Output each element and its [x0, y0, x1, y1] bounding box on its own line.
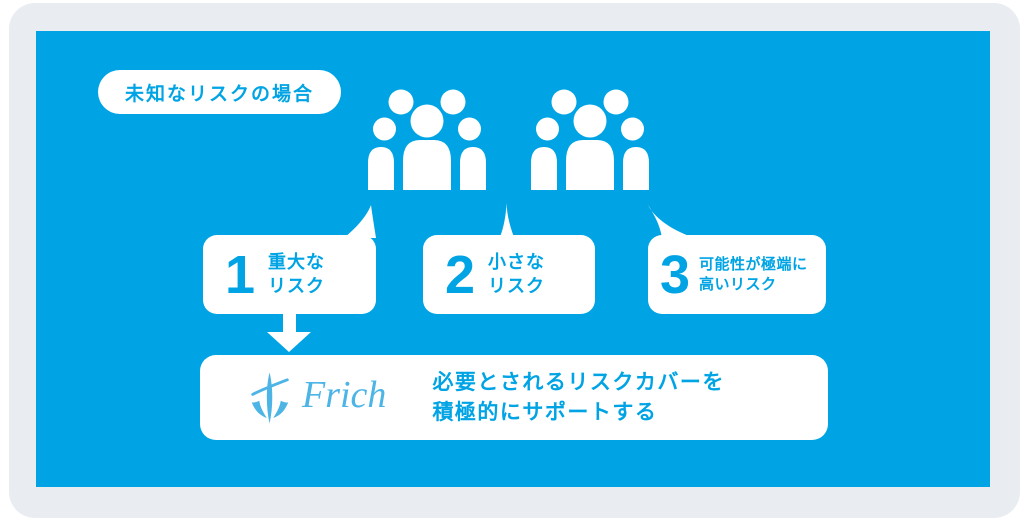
support-card: Frich 必要とされるリスクカバーを 積極的にサポートする — [200, 355, 828, 440]
support-text-line2: 積極的にサポートする — [432, 400, 658, 424]
down-arrow-icon — [267, 313, 311, 352]
risk-label-line1: 可能性が極端に — [699, 255, 808, 273]
case-label-badge: 未知なリスクの場合 — [98, 70, 342, 114]
speech-bubble-pointer — [644, 205, 698, 238]
risk-label-line2: リスク — [268, 275, 326, 296]
risk-card-2: 2 小さな リスク — [423, 235, 595, 314]
risk-label-line1: 重大な — [268, 251, 326, 272]
risk-number: 1 — [225, 244, 256, 305]
people-group-icon — [531, 88, 649, 190]
risk-label-line1: 小さな — [488, 251, 546, 272]
risk-label: 小さな リスク — [488, 251, 545, 299]
risk-number: 2 — [445, 244, 476, 305]
risk-label: 可能性が極端に 高いリスク — [699, 255, 808, 295]
support-text: 必要とされるリスクカバーを 積極的にサポートする — [432, 368, 725, 428]
risk-card-1: 1 重大な リスク — [203, 235, 376, 314]
speech-bubble-pointer — [342, 205, 378, 238]
diagram-panel: 未知なリスクの場合 — [36, 31, 990, 487]
speech-bubble-pointer — [498, 203, 516, 237]
risk-label-line2: 高いリスク — [699, 275, 777, 293]
frich-anchor-icon — [250, 369, 290, 427]
people-group-icon — [368, 88, 486, 190]
risk-label-line2: リスク — [488, 275, 546, 296]
case-label-text: 未知なリスクの場合 — [125, 83, 315, 105]
support-text-line1: 必要とされるリスクカバーを — [432, 370, 725, 394]
risk-card-3: 3 可能性が極端に 高いリスク — [648, 235, 826, 314]
risk-label: 重大な リスク — [268, 251, 325, 299]
risk-number: 3 — [660, 244, 691, 305]
frich-brand-text: Frich — [302, 373, 387, 416]
